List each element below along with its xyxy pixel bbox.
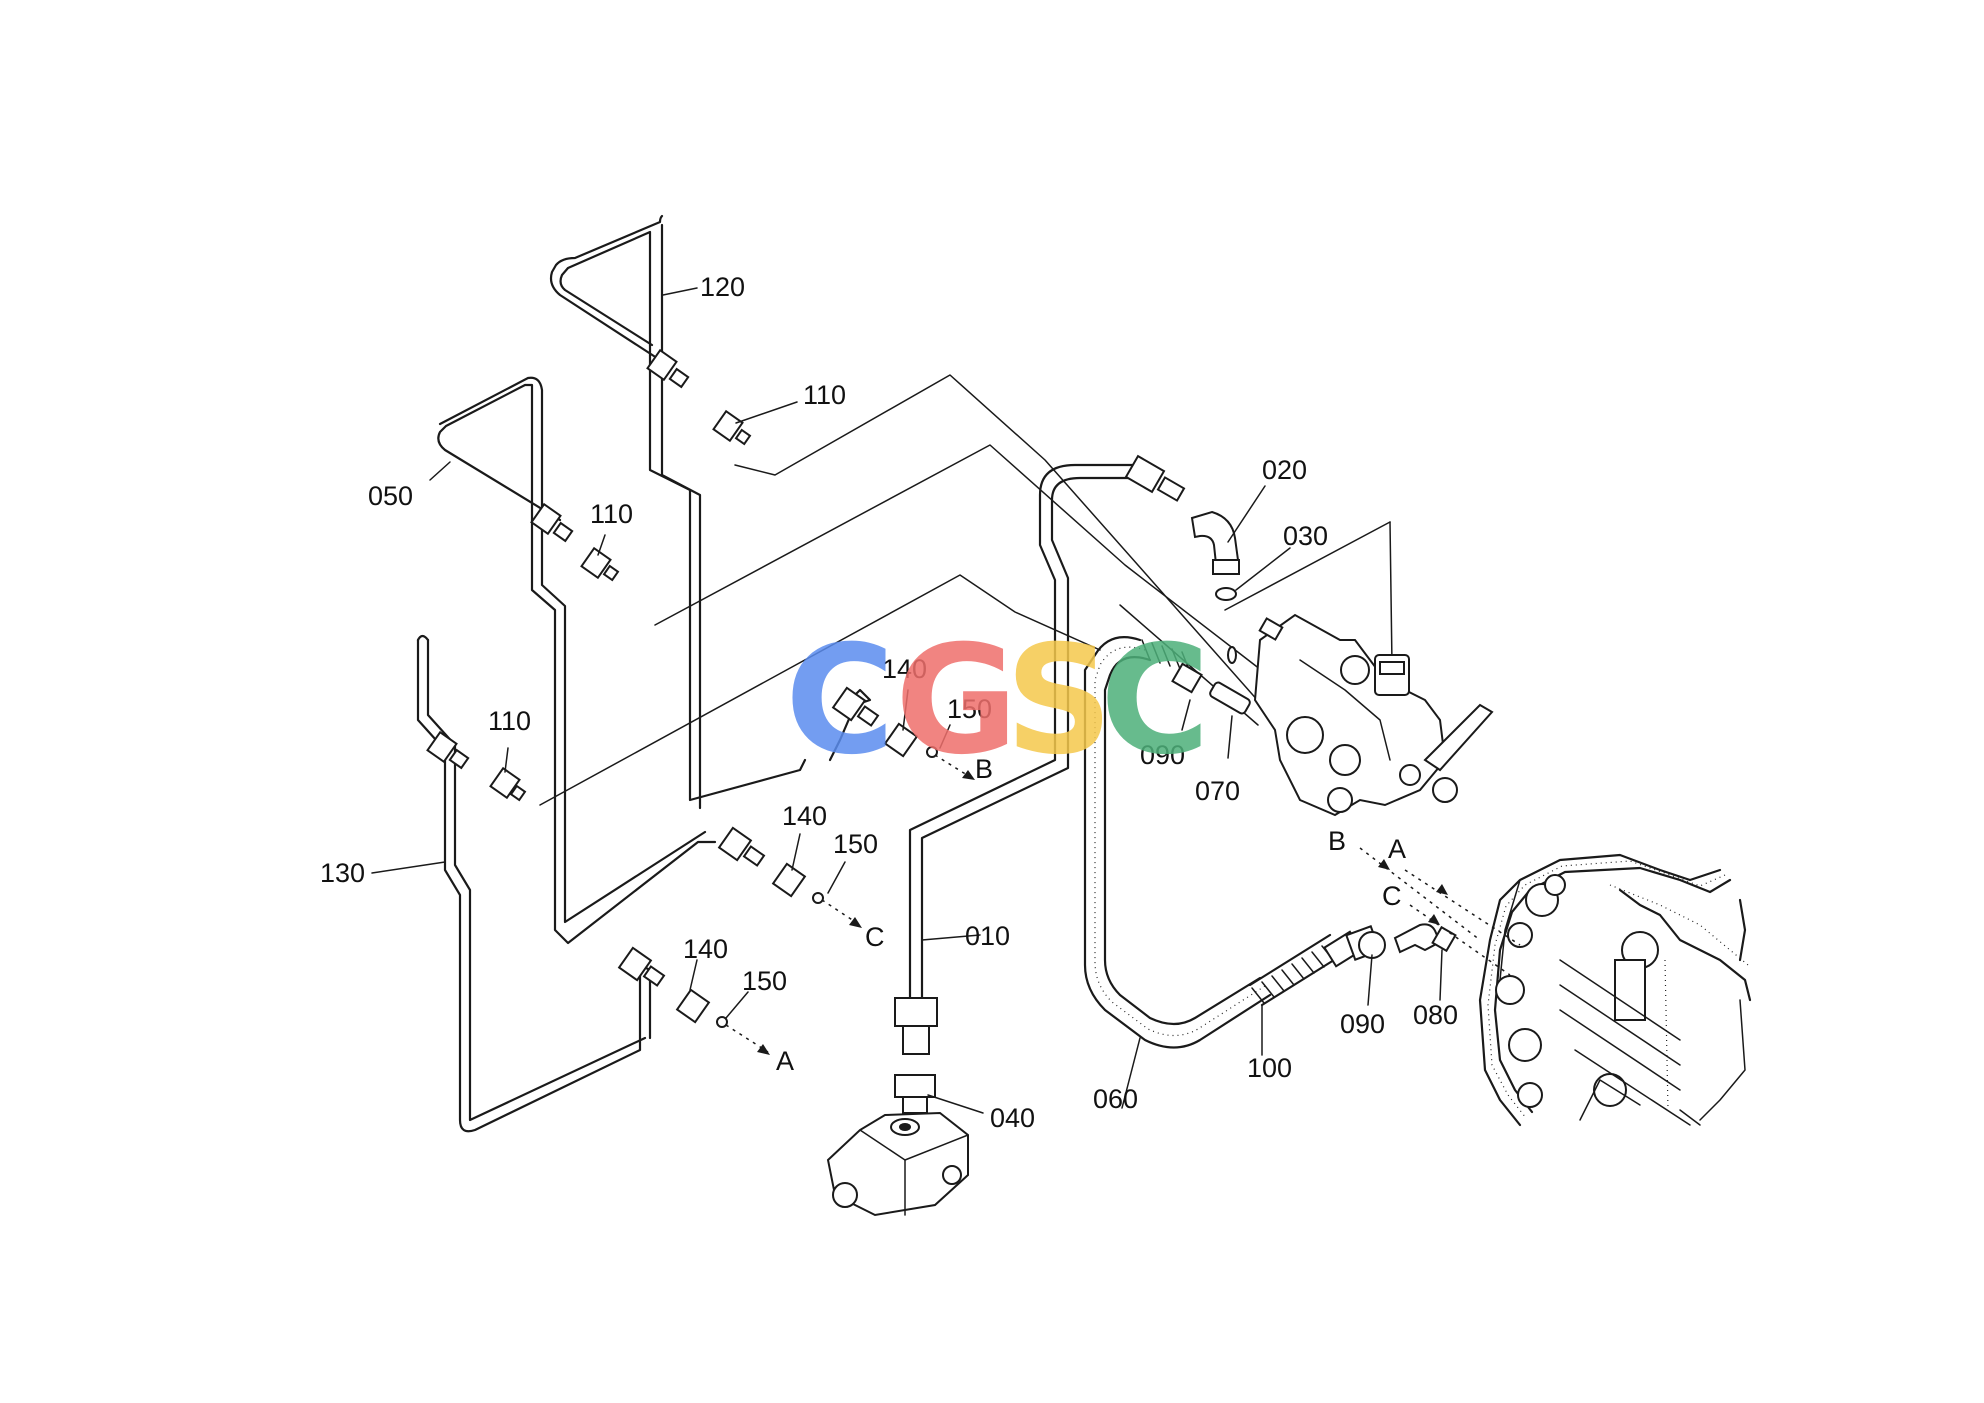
hose-100 [1248, 930, 1363, 1007]
label-110-mid: 110 [590, 499, 633, 529]
label-110-left: 110 [488, 706, 531, 736]
pipe-130 [416, 634, 652, 1133]
label-070: 070 [1195, 776, 1240, 806]
label-100: 100 [1247, 1053, 1292, 1083]
fittings [426, 348, 1186, 1114]
label-140-a: 140 [882, 654, 927, 684]
transmission-casting [1478, 853, 1752, 1127]
tee-block-040 [826, 1111, 969, 1217]
label-080: 080 [1413, 1000, 1458, 1030]
label-150-b: 150 [833, 829, 878, 859]
port-b-right: B [1328, 826, 1346, 856]
port-b-left: B [975, 754, 993, 784]
hose-060 [1083, 636, 1272, 1049]
label-140-b: 140 [782, 801, 827, 831]
label-050: 050 [368, 481, 413, 511]
port-a-left: A [776, 1046, 794, 1076]
port-c-right: C [1382, 881, 1402, 911]
label-110-top: 110 [803, 380, 846, 410]
elbow-020 [1190, 510, 1240, 601]
watermark-letter-2: G [895, 614, 1018, 788]
pipe-050 [437, 376, 717, 945]
label-020: 020 [1262, 455, 1307, 485]
port-arrows [725, 754, 1521, 1055]
callout-leaders [371, 287, 1443, 1114]
label-130: 130 [320, 858, 365, 888]
watermark-letter-4: C [1100, 614, 1210, 788]
watermark-letter-3: S [1005, 614, 1113, 788]
label-060: 060 [1093, 1084, 1138, 1114]
valve-assembly [1171, 613, 1494, 817]
label-040: 040 [990, 1103, 1035, 1133]
port-letters: B C A B A C [776, 754, 1406, 1076]
part-labels: 120 110 050 110 110 130 140 150 140 150 … [320, 272, 1458, 1133]
fitting-080-090 [1345, 923, 1457, 961]
label-090-top: 090 [1140, 740, 1185, 770]
label-120: 120 [700, 272, 745, 302]
pipe-120 [549, 214, 807, 810]
label-090-bottom: 090 [1340, 1009, 1385, 1039]
label-140-c: 140 [683, 934, 728, 964]
port-c-left: C [865, 922, 885, 952]
label-150-c: 150 [742, 966, 787, 996]
watermark-letter-1: C [785, 614, 895, 788]
label-010: 010 [965, 921, 1010, 951]
label-150-a: 150 [947, 694, 992, 724]
port-a-right: A [1388, 834, 1406, 864]
watermark-logo: C G S C [785, 614, 1210, 788]
reference-lines [539, 374, 1393, 806]
label-030: 030 [1283, 521, 1328, 551]
